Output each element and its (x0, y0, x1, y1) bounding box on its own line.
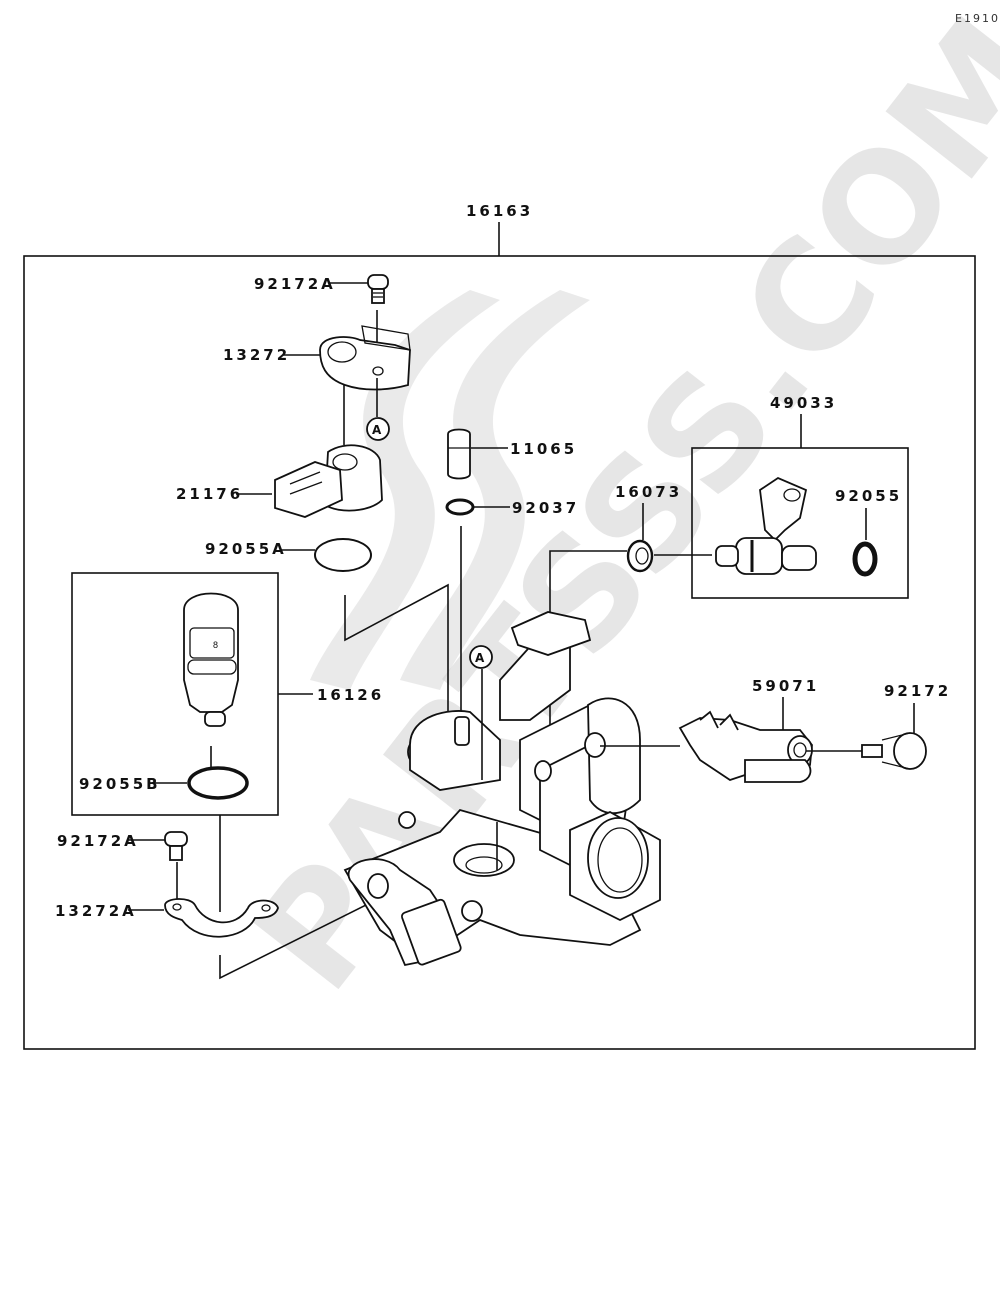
oring-92055B (187, 766, 249, 800)
label-92055B: 92055B (79, 775, 161, 793)
label-13272A: 13272A (55, 902, 137, 920)
lever-59071 (678, 710, 813, 783)
label-92055A: 92055A (205, 540, 287, 558)
label-16126: 16126 (317, 686, 384, 704)
ref-a-label-body: A (475, 651, 485, 665)
label-92172A-top: 92172A (254, 275, 336, 293)
screw-92172A-bottom (164, 831, 188, 861)
throttle-body (343, 611, 661, 967)
ref-a-marker-body (469, 645, 493, 669)
label-92172A-bottom: 92172A (57, 832, 139, 850)
screw-92172 (861, 732, 927, 770)
ref-a-label-top: A (372, 423, 382, 437)
subassembly-frame-49033 (691, 447, 909, 599)
oring-92037 (445, 498, 475, 516)
ref-a-marker-top (366, 417, 390, 441)
seal-16073 (626, 539, 654, 573)
label-16073: 16073 (615, 483, 682, 501)
label-16163: 16163 (466, 202, 533, 220)
sensor-16126: 8 (183, 592, 239, 727)
label-13272: 13272 (223, 346, 290, 364)
label-92055: 92055 (835, 487, 902, 505)
label-21176: 21176 (176, 485, 243, 503)
screw-92172A-top (367, 274, 389, 304)
label-92172: 92172 (884, 682, 951, 700)
sensor-49033 (715, 476, 817, 575)
label-92037: 92037 (512, 499, 579, 517)
label-59071: 59071 (752, 677, 819, 695)
bracket-13272A (164, 898, 279, 938)
svg-text:8: 8 (213, 640, 218, 650)
sensor-21176 (274, 444, 383, 518)
label-11065: 11065 (510, 440, 577, 458)
leader-13272A-path (219, 889, 397, 980)
oring-92055A (314, 538, 372, 572)
plug-11065 (447, 428, 471, 480)
label-49033: 49033 (770, 394, 837, 412)
oring-92055 (852, 541, 878, 577)
leader-92055A-path (344, 583, 449, 718)
bracket-13272 (319, 325, 411, 391)
page-code: E1910 (955, 12, 1000, 25)
